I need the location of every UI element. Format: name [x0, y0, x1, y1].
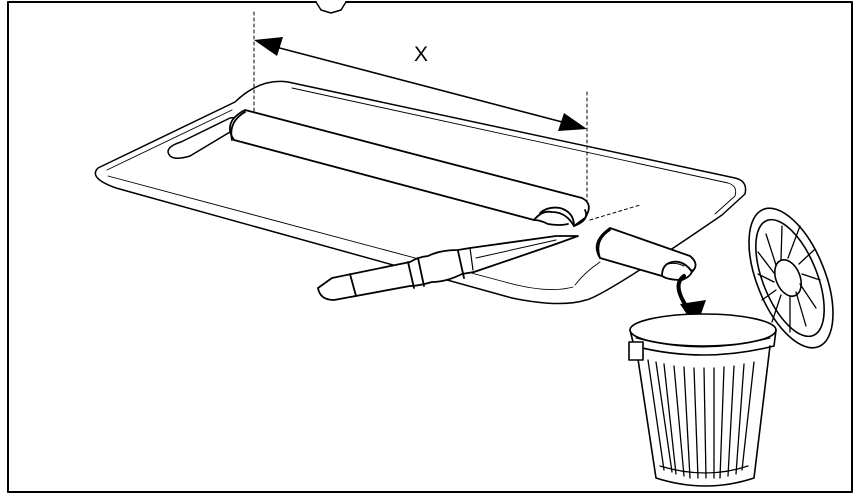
diagram-frame [7, 1, 853, 493]
cut-strip-piece [595, 227, 697, 281]
utility-knife-icon [317, 235, 579, 301]
dimension-extension-lines [253, 11, 641, 221]
long-strip [229, 109, 590, 227]
dimension-label: X [414, 43, 429, 66]
dimension-arrow [254, 37, 587, 131]
trash-can-icon [628, 207, 834, 487]
